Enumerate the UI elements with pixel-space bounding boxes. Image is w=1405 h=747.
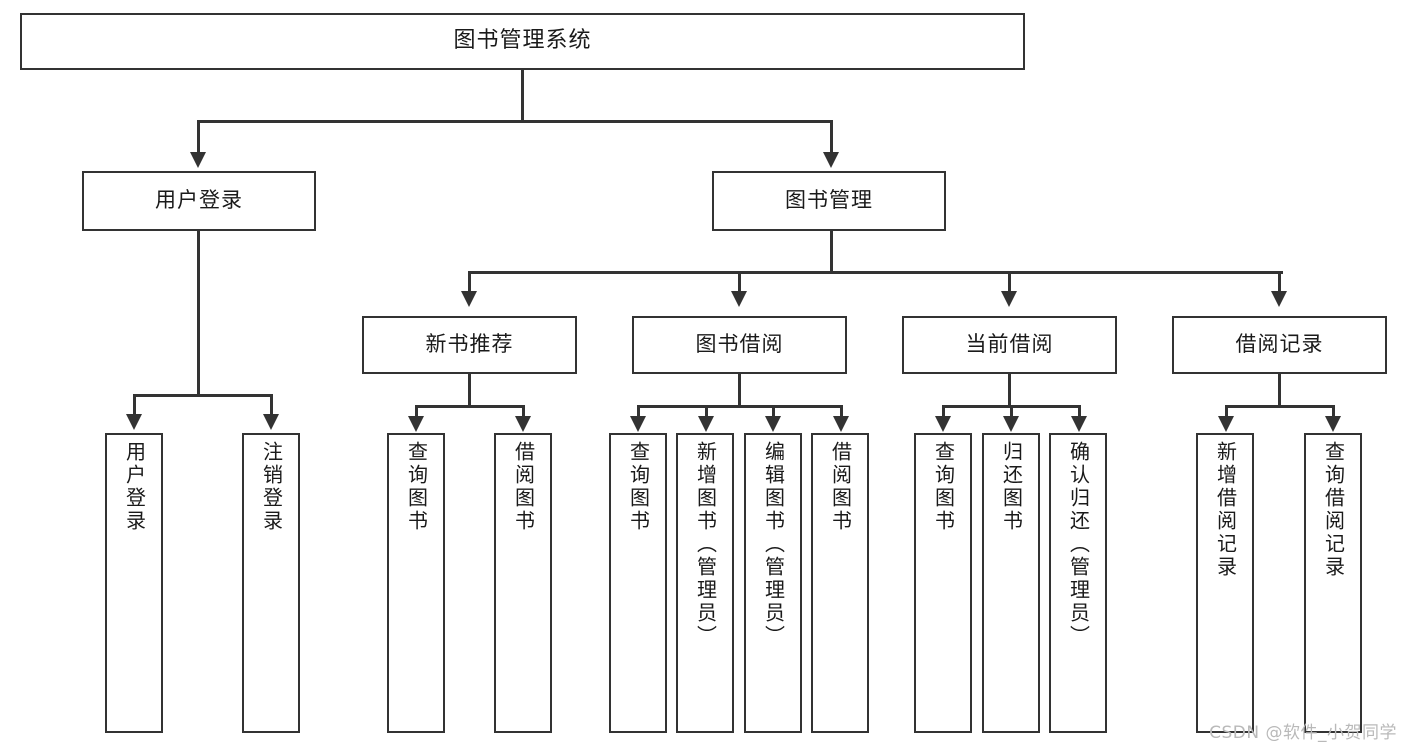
node-root-system[interactable]: 图书管理系统 — [20, 13, 1025, 70]
arrow-book-borrow-leaf2 — [698, 416, 714, 432]
node-label: 注销登录 — [259, 441, 284, 533]
node-label: 用户登录 — [155, 188, 243, 213]
watermark-text: CSDN @软件_小贺同学 — [1209, 723, 1397, 743]
node-label: 确认归还（管理员） — [1066, 441, 1091, 648]
edge-current-borrow-leaf3 — [1078, 405, 1081, 418]
edge-current-borrow-leaf2 — [1010, 405, 1013, 418]
edge-book-borrow-bus — [638, 405, 841, 408]
node-label: 借阅记录 — [1235, 332, 1324, 357]
edge-borrow-record-leaf2 — [1332, 405, 1335, 418]
arrow-new-book-leaf2 — [515, 416, 531, 432]
leaf-book-borrow-query[interactable]: 查询图书 — [609, 433, 667, 733]
edge-borrow-record-leaf1 — [1225, 405, 1228, 418]
edge-book-manage-stem — [830, 231, 833, 273]
edge-new-book-leaf2 — [522, 405, 525, 418]
edge-to-new-book — [468, 271, 471, 293]
edge-user-login-bus — [134, 394, 272, 397]
edge-book-borrow-stem — [738, 374, 741, 407]
arrow-current-borrow-leaf2 — [1003, 416, 1019, 432]
node-label: 新书推荐 — [425, 332, 514, 357]
edge-new-book-stem — [468, 374, 471, 407]
edge-new-book-leaf1 — [415, 405, 418, 418]
arrow-user-login-leaf1 — [126, 414, 142, 430]
edge-root-stem — [521, 70, 524, 122]
edge-to-current-borrow — [1008, 271, 1011, 293]
arrow-to-borrow-record — [1271, 291, 1287, 307]
edge-borrow-record-stem — [1278, 374, 1281, 407]
arrow-current-borrow-leaf3 — [1071, 416, 1087, 432]
arrow-user-login-leaf2 — [263, 414, 279, 430]
edge-user-login-stem — [197, 231, 200, 396]
leaf-borrow-record-query[interactable]: 查询借阅记录 — [1304, 433, 1362, 733]
arrow-borrow-record-leaf1 — [1218, 416, 1234, 432]
edge-root-bus — [198, 120, 832, 123]
arrow-book-borrow-leaf3 — [765, 416, 781, 432]
node-label: 借阅图书 — [511, 441, 536, 533]
leaf-current-borrow-return[interactable]: 归还图书 — [982, 433, 1040, 733]
edge-to-book-borrow — [738, 271, 741, 293]
edge-book-borrow-leaf2 — [705, 405, 708, 418]
edge-book-borrow-leaf4 — [840, 405, 843, 418]
node-label: 新增图书（管理员） — [693, 441, 718, 648]
node-label: 查询图书 — [626, 441, 651, 533]
arrow-book-borrow-leaf4 — [833, 416, 849, 432]
node-label: 借阅图书 — [828, 441, 853, 533]
node-label: 归还图书 — [999, 441, 1024, 533]
node-label: 新增借阅记录 — [1213, 441, 1238, 579]
leaf-new-book-query[interactable]: 查询图书 — [387, 433, 445, 733]
node-new-book-recommend[interactable]: 新书推荐 — [362, 316, 577, 374]
node-label: 当前借阅 — [965, 332, 1054, 357]
arrow-borrow-record-leaf2 — [1325, 416, 1341, 432]
leaf-book-borrow-edit[interactable]: 编辑图书（管理员） — [744, 433, 802, 733]
node-label: 图书借阅 — [695, 332, 784, 357]
node-label: 查询图书 — [931, 441, 956, 533]
node-label: 查询借阅记录 — [1321, 441, 1346, 579]
edge-book-manage-bus — [469, 271, 1283, 274]
edge-borrow-record-bus — [1226, 405, 1334, 408]
edge-user-login-leaf1 — [133, 394, 136, 416]
edge-new-book-bus — [416, 405, 524, 408]
leaf-current-borrow-query[interactable]: 查询图书 — [914, 433, 972, 733]
edge-to-borrow-record — [1278, 271, 1281, 293]
node-label: 图书管理 — [785, 188, 873, 213]
node-label: 用户登录 — [122, 441, 147, 533]
node-label: 编辑图书（管理员） — [761, 441, 786, 648]
edge-current-borrow-leaf1 — [942, 405, 945, 418]
edge-to-user-login — [197, 120, 200, 153]
arrow-book-borrow-leaf1 — [630, 416, 646, 432]
edge-to-book-manage — [830, 120, 833, 153]
leaf-new-book-borrow[interactable]: 借阅图书 — [494, 433, 552, 733]
node-book-management[interactable]: 图书管理 — [712, 171, 946, 231]
node-borrow-record[interactable]: 借阅记录 — [1172, 316, 1387, 374]
leaf-current-borrow-confirm[interactable]: 确认归还（管理员） — [1049, 433, 1107, 733]
node-label: 图书管理系统 — [453, 28, 592, 54]
leaf-book-borrow-add[interactable]: 新增图书（管理员） — [676, 433, 734, 733]
edge-user-login-leaf2 — [270, 394, 273, 416]
edge-book-borrow-leaf3 — [772, 405, 775, 418]
node-book-borrow[interactable]: 图书借阅 — [632, 316, 847, 374]
leaf-user-login-login[interactable]: 用户登录 — [105, 433, 163, 733]
node-current-borrow[interactable]: 当前借阅 — [902, 316, 1117, 374]
arrow-new-book-leaf1 — [408, 416, 424, 432]
leaf-user-login-logout[interactable]: 注销登录 — [242, 433, 300, 733]
node-user-login[interactable]: 用户登录 — [82, 171, 316, 231]
arrow-current-borrow-leaf1 — [935, 416, 951, 432]
arrow-to-new-book — [461, 291, 477, 307]
leaf-borrow-record-add[interactable]: 新增借阅记录 — [1196, 433, 1254, 733]
arrow-to-current-borrow — [1001, 291, 1017, 307]
arrow-to-book-borrow — [731, 291, 747, 307]
arrow-to-book-manage — [823, 152, 839, 168]
edge-book-borrow-leaf1 — [637, 405, 640, 418]
node-label: 查询图书 — [404, 441, 429, 533]
leaf-book-borrow-borrow[interactable]: 借阅图书 — [811, 433, 869, 733]
edge-current-borrow-stem — [1008, 374, 1011, 407]
arrow-to-user-login — [190, 152, 206, 168]
